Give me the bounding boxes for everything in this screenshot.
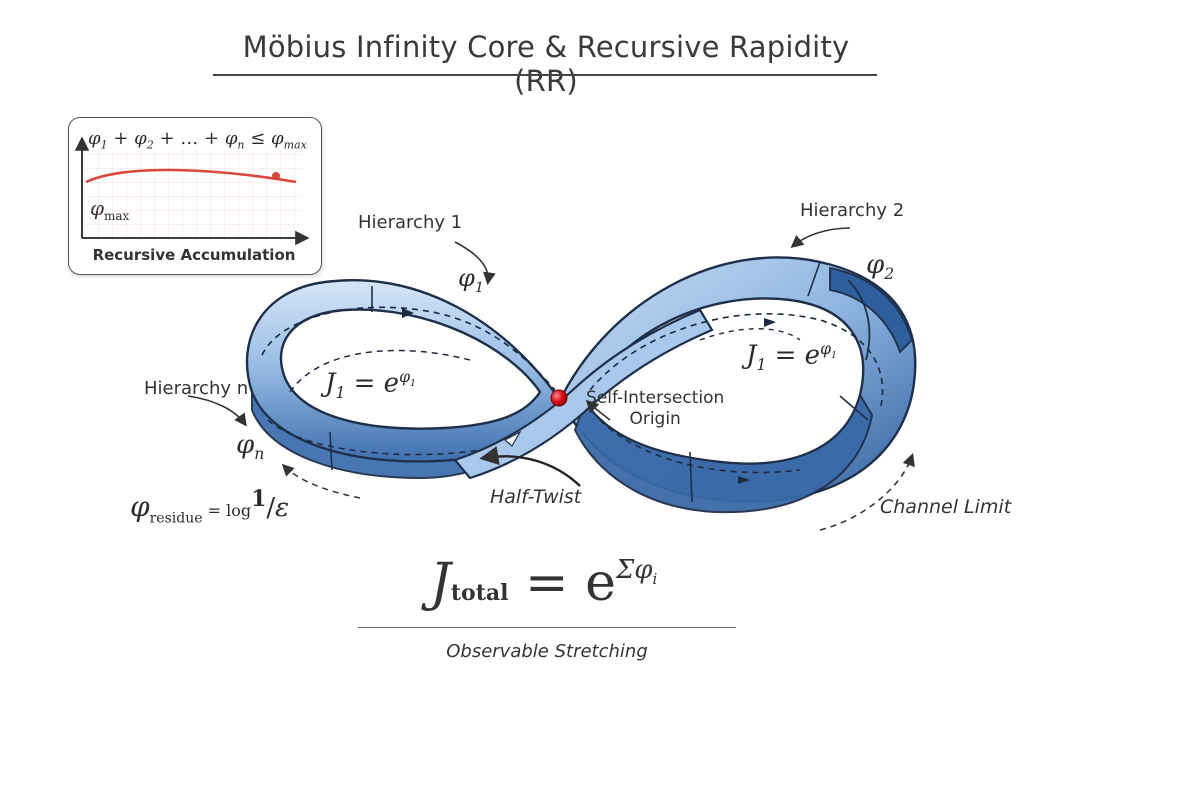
self-intersection-origin-label: Self-Intersection Origin — [586, 388, 725, 429]
half-twist-strip — [453, 308, 714, 480]
inset-accumulation-curve — [85, 168, 297, 184]
residue-flow-arrow — [281, 463, 361, 499]
phi-n-label: φn — [236, 430, 265, 464]
inset-grid — [84, 150, 302, 238]
phi-1-label: φ1 — [458, 264, 484, 296]
self-intersection-origin-marker — [550, 389, 568, 407]
half-twist-arrow — [479, 446, 581, 487]
origin-arrow — [585, 399, 611, 421]
hierarchy-1-label: Hierarchy 1 — [358, 212, 463, 233]
channel-limit-arrow — [819, 452, 915, 531]
j1-right-formula: J1 = eφ1 — [746, 340, 837, 374]
observable-stretching-caption: Observable Stretching — [446, 641, 648, 662]
j1-left-formula: J1 = eφ1 — [325, 368, 416, 402]
formula-underline — [358, 627, 736, 628]
hierarchy1-arrow — [454, 241, 496, 286]
accumulation-formula: φ1 + φ2 + … + φn ≤ φmax — [88, 128, 307, 152]
hierarchy-2-label: Hierarchy 2 — [800, 200, 905, 221]
title-underline — [213, 74, 877, 76]
half-twist-label: Half-Twist — [490, 486, 582, 508]
inset-caption: Recursive Accumulation — [92, 246, 296, 264]
j-total-formula: Jtotal = eΣφi — [430, 553, 658, 613]
phi-2-label: φ2 — [866, 250, 895, 284]
inset-curve-point — [272, 172, 280, 180]
hierarchy-n-label: Hierarchy n — [144, 378, 249, 399]
flow-line-right-top — [589, 313, 884, 411]
diagram-title: Möbius Infinity Core & Recursive Rapidit… — [242, 30, 850, 98]
hierarchyn-arrow — [187, 395, 247, 427]
phi-residue-formula: φresidue = log1/ε — [130, 486, 290, 527]
hierarchy2-arrow — [790, 227, 851, 249]
channel-limit-label: Channel Limit — [880, 496, 1012, 518]
